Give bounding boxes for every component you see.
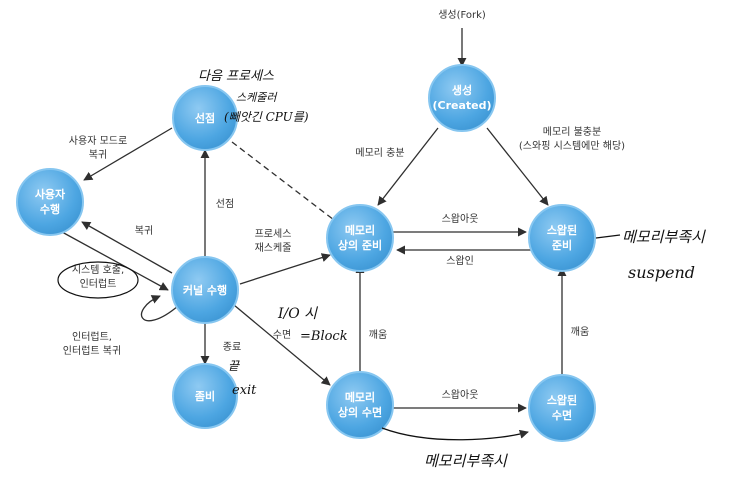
hand-bottom-arrow <box>381 427 529 441</box>
label-syscall-1: 시스템 호출, <box>72 264 124 276</box>
node-kernel-run-label: 커널 수행 <box>183 283 227 297</box>
label-interrupt-return-1: 인터럽트, <box>72 331 112 343</box>
edge-created-readymem <box>377 127 439 206</box>
hand-exit-2: exit <box>232 383 257 398</box>
node-zombie: 좀비 <box>172 363 238 429</box>
node-ready-mem-label-2: 상의 준비 <box>338 238 382 252</box>
node-ready-mem: 메모리 상의 준비 <box>326 204 394 272</box>
node-user-run-label-2: 수행 <box>40 202 60 216</box>
label-schedule-2: 재스케줄 <box>255 242 292 254</box>
hand-io: I/O 시 <box>277 306 318 322</box>
label-to-user-mode-2: 복귀 <box>89 149 107 161</box>
label-mem-enough: 메모리 충분 <box>355 147 404 159</box>
hand-syscall-circle <box>57 261 139 299</box>
label-exit: 종료 <box>223 341 241 353</box>
node-ready-swap-label-1: 스왑된 <box>547 223 577 237</box>
edge-kernel-readymem <box>239 253 331 285</box>
edges <box>61 28 567 413</box>
node-kernel-run: 커널 수행 <box>171 256 239 324</box>
edge-preempted-user <box>83 127 173 181</box>
node-sleep-swap-label-1: 스왑된 <box>547 393 577 407</box>
label-wake-right: 깨움 <box>571 326 589 338</box>
node-preempted: 선점 <box>172 85 238 151</box>
hand-bottom: 메모리부족시 <box>424 452 508 470</box>
label-to-user-mode-1: 사용자 모드로 <box>69 135 127 147</box>
edge-kernel-user <box>81 221 173 274</box>
node-ready-mem-label-1: 메모리 <box>345 223 375 237</box>
node-sleep-swap-label-2: 수면 <box>552 408 572 422</box>
node-created-label-2: (Created) <box>432 99 491 112</box>
node-user-run-label-1: 사용자 <box>35 187 66 201</box>
label-preempt: 선점 <box>216 198 234 210</box>
label-interrupt-return-2: 인터럽트 복귀 <box>63 345 121 357</box>
label-schedule-1: 프로세스 <box>255 228 292 240</box>
hand-exit-1: 끝 <box>228 359 240 373</box>
hand-suspend-1: 메모리부족시 <box>622 228 706 246</box>
hand-preempt-note-3: (빼앗긴 CPU를) <box>224 110 309 124</box>
edge-labels: 생성(Fork) 메모리 충분 메모리 불충분 (스와핑 시스템에만 해당) 사… <box>63 9 625 401</box>
hand-block: =Block <box>300 329 348 344</box>
label-fork: 생성(Fork) <box>438 9 486 21</box>
hand-preempt-note-2: 스케줄러 <box>236 91 277 104</box>
node-ready-swap-label-2: 준비 <box>552 238 572 252</box>
hand-suspend-2: suspend <box>628 263 695 282</box>
label-swapout-bottom: 스왑아웃 <box>442 389 479 401</box>
node-ready-swap: 스왑된 준비 <box>528 204 596 272</box>
nodes: 생성 (Created) 선점 사용자 수행 커널 수행 좀비 메모리 상의 준… <box>16 64 596 442</box>
node-sleep-mem: 메모리 상의 수면 <box>326 371 394 439</box>
edge-kernel-sleepmem <box>233 304 331 386</box>
node-user-run: 사용자 수행 <box>16 168 84 236</box>
label-wake-left: 깨움 <box>369 329 387 341</box>
label-swapin: 스왑인 <box>446 255 474 267</box>
node-sleep-swap: 스왑된 수면 <box>528 374 596 442</box>
node-created: 생성 (Created) <box>428 64 496 132</box>
label-syscall-2: 인터럽트 <box>80 278 117 290</box>
hand-suspend-pointer <box>595 234 621 239</box>
handwritten-annotations: 다음 프로세스 스케줄러 (빼앗긴 CPU를) I/O 시 =Block 끝 e… <box>57 69 706 470</box>
label-return: 복귀 <box>135 225 153 237</box>
edge-kernel-selfloop <box>141 295 179 322</box>
label-swapout-top: 스왑아웃 <box>442 213 479 225</box>
node-zombie-label: 좀비 <box>195 389 215 403</box>
label-sleep: 수면 <box>273 329 291 341</box>
node-sleep-mem-label-2: 상의 수면 <box>338 405 382 419</box>
edge-user-kernel <box>61 231 169 291</box>
label-mem-not-enough-1: 메모리 불충분 <box>543 126 601 138</box>
label-mem-not-enough-2: (스와핑 시스템에만 해당) <box>519 139 625 152</box>
node-preempted-label: 선점 <box>195 111 215 125</box>
hand-preempt-note-1: 다음 프로세스 <box>198 69 274 84</box>
node-sleep-mem-label-1: 메모리 <box>345 390 375 404</box>
edge-preempted-readymem-dashed <box>231 141 335 221</box>
node-created-label-1: 생성 <box>452 83 472 97</box>
edge-created-readyswap <box>486 127 549 206</box>
